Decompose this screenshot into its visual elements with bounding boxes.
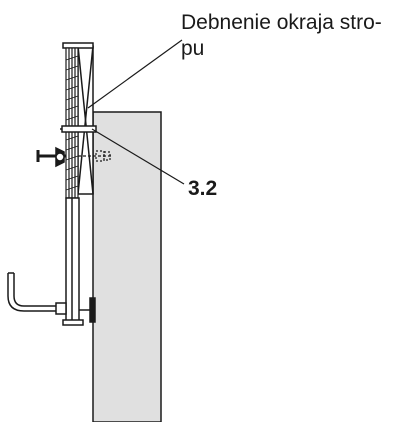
hook-bar — [7, 272, 67, 315]
callout-number-label: 3.2 — [188, 177, 218, 200]
vertical-post-lower — [65, 197, 80, 325]
edge-formwork-label-line1: Debnenie okraja stro- — [181, 11, 382, 34]
formwork-leader-line — [87, 39, 183, 109]
post-hatching — [65, 55, 79, 191]
lower-anchor — [79, 297, 96, 323]
edge-formwork-label-line2: pu — [181, 37, 205, 60]
edge-clamp — [60, 125, 97, 133]
adjusting-spindle — [36, 146, 66, 168]
top-plate — [62, 42, 94, 49]
concrete-slab — [92, 111, 162, 423]
anchor-bolt — [78, 150, 112, 162]
vertical-post-upper — [65, 47, 79, 199]
edge-formwork-board — [77, 45, 94, 195]
base-plate — [62, 319, 84, 326]
callout-leader-line — [91, 128, 185, 185]
